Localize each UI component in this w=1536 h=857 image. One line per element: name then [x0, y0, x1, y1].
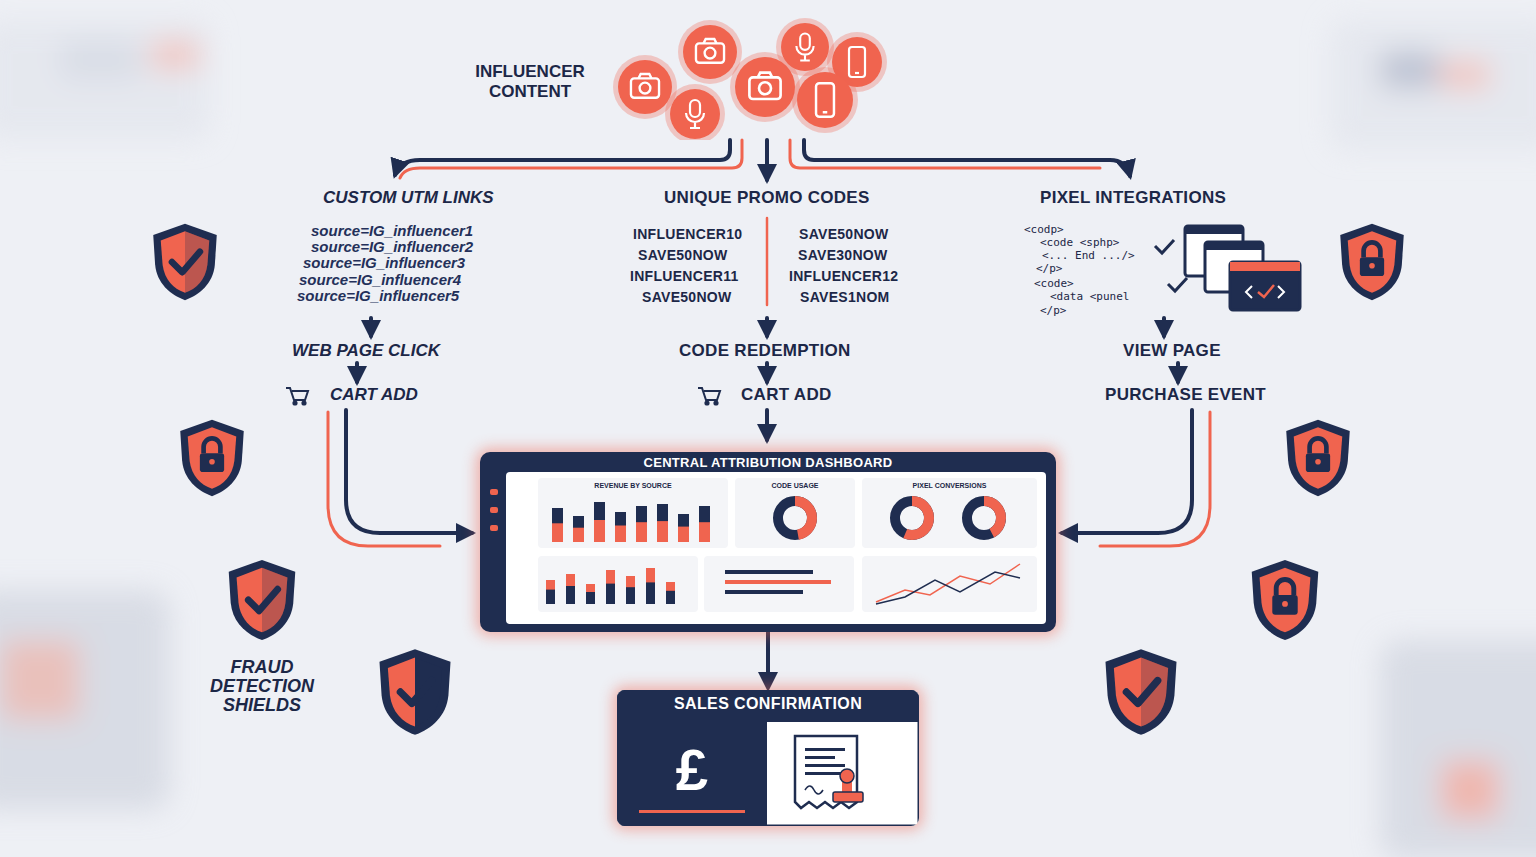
code-line: <data <punel: [1050, 290, 1129, 303]
section-heading: PIXEL INTEGRATIONS: [1040, 188, 1226, 208]
node-title: CENTRAL ATTRIBUTION DASHBOARD: [480, 455, 1056, 470]
promo-code: SAVE50NOW: [799, 226, 889, 242]
chart-card: CODE USAGE: [735, 478, 855, 548]
section-heading: CUSTOM UTM LINKS: [323, 188, 494, 208]
promo-code: INFLUENCER12: [789, 268, 898, 284]
node-title: PIXEL CONVERSIONS: [862, 482, 1037, 489]
code-line: </p>: [1036, 262, 1063, 275]
node-title: CODE USAGE: [735, 482, 855, 489]
step-label: PURCHASE EVENT: [1105, 385, 1266, 405]
code-line: <codp>: [1024, 223, 1064, 236]
promo-code: SAVE50NOW: [642, 289, 732, 305]
utm-param: source=IG_influencer1: [311, 222, 473, 239]
promo-code: SAVE50NOW: [638, 247, 728, 263]
sales-card: SALES CONFIRMATION £: [617, 690, 919, 826]
utm-param: source=IG_influencer2: [311, 238, 473, 255]
code-line: <code>: [1034, 277, 1074, 290]
utm-param: source=IG_influencer3: [303, 254, 465, 271]
utm-param: source=IG_influencer4: [299, 271, 461, 288]
code-line: </p>: [1040, 304, 1067, 317]
shield-caption: FRAUD DETECTION SHIELDS: [197, 658, 327, 715]
fraud-shields: [153, 224, 1403, 735]
chart-card: PIXEL CONVERSIONS: [862, 478, 1037, 548]
step-label: CART ADD: [330, 385, 418, 405]
promo-code: SAVES1NOM: [800, 289, 890, 305]
step-label: CART ADD: [741, 385, 832, 405]
dashboard-panel: CENTRAL ATTRIBUTION DASHBOARD REVENUE BY …: [480, 452, 1056, 632]
promo-code: INFLUENCER10: [633, 226, 742, 242]
step-label: VIEW PAGE: [1123, 341, 1221, 361]
pixel-icons: [1155, 226, 1300, 310]
blurred-decor: [0, 20, 1536, 857]
flow-connector: [766, 632, 770, 688]
section-heading: UNIQUE PROMO CODES: [664, 188, 870, 208]
step-label: WEB PAGE CLICK: [292, 341, 440, 361]
code-line: <code <sphp>: [1040, 236, 1119, 249]
node-title: REVENUE BY SOURCE: [538, 482, 728, 489]
code-line: <... End .../>: [1042, 249, 1135, 262]
node-text: £: [617, 736, 767, 803]
promo-code: SAVE30NOW: [798, 247, 888, 263]
node-title: SALES CONFIRMATION: [617, 695, 919, 713]
step-label: CODE REDEMPTION: [679, 341, 851, 361]
node-title: INFLUENCER CONTENT: [455, 62, 605, 102]
promo-code: INFLUENCER11: [630, 268, 739, 284]
utm-param: source=IG_influencer5: [297, 287, 459, 304]
chart-card: REVENUE BY SOURCE: [538, 478, 728, 548]
influencer-cluster: INFLUENCER CONTENT: [455, 12, 905, 140]
